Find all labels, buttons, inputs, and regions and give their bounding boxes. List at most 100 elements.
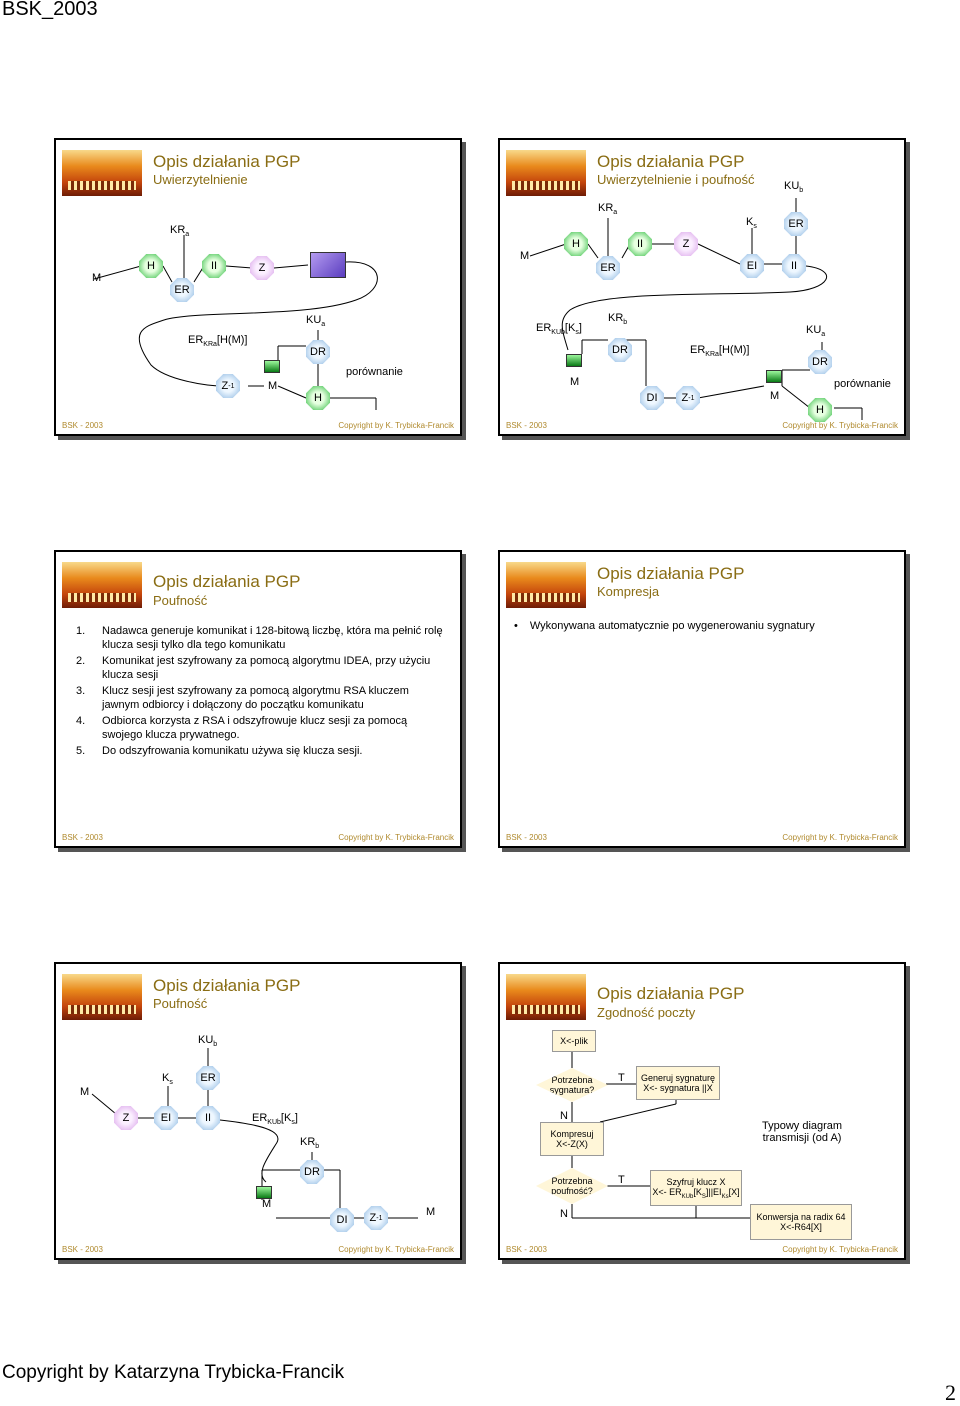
node-encrypt-rsa: ER xyxy=(170,278,194,302)
label-er-kub: ERKUb[Ks] xyxy=(536,322,582,337)
label-kr-b: KRb xyxy=(300,1136,320,1151)
node-encrypt-rsa: ER xyxy=(596,256,620,280)
slide-title: Opis działania PGP xyxy=(153,976,301,995)
list-item: 4.Odbiorca korzysta z RSA i odszyfrowuje… xyxy=(76,715,408,741)
node-concat-key: II xyxy=(782,254,806,278)
slide-title: Opis działania PGP xyxy=(597,564,745,583)
slide-subtitle: Uwierzytelnienie xyxy=(153,172,248,187)
list-item: 5.Do odszyfrowania komunikatu używa się … xyxy=(76,745,363,757)
node-decrypt-rsa: DR xyxy=(808,350,832,374)
node-hash-received: H xyxy=(808,398,832,422)
slide-logo xyxy=(506,562,586,608)
slide-logo xyxy=(62,974,142,1020)
label-er-kub: ERKUb[Ks] xyxy=(252,1112,298,1127)
node-decompress: Z-1 xyxy=(676,386,700,410)
label-compare: porównanie xyxy=(346,366,403,378)
node-encrypt-idea: EI xyxy=(740,254,764,278)
node-decompress: Z-1 xyxy=(364,1206,388,1230)
label-kr-a: KRa xyxy=(170,224,190,239)
steps-list: 1.Nadawca generuje komunikat i 128-bitow… xyxy=(74,624,444,760)
slide-logo xyxy=(506,150,586,196)
list-item: 3.Klucz sesji jest szyfrowany za pomocą … xyxy=(76,685,409,711)
node-concat: II xyxy=(628,232,652,256)
slide-authentication-confidentiality: Opis działania PGP Uwierzytelnienie i po… xyxy=(498,138,906,436)
label-kr-b: KRb xyxy=(608,312,628,327)
list-item: 1.Nadawca generuje komunikat i 128-bitow… xyxy=(76,625,443,651)
slide-title: Opis działania PGP xyxy=(153,152,301,171)
node-compress: Z xyxy=(674,232,698,256)
label-no-1: N xyxy=(560,1110,568,1122)
node-m: M xyxy=(80,1086,90,1098)
label-ku-b: KUb xyxy=(784,180,804,195)
receiver-box xyxy=(264,360,280,373)
slide-subtitle: Kompresja xyxy=(597,584,660,599)
label-ku-b: KUb xyxy=(198,1034,218,1049)
channel-box xyxy=(310,252,346,278)
receiver-box xyxy=(566,354,582,367)
page-number: 2 xyxy=(945,1380,956,1405)
slide-title: Opis działania PGP xyxy=(597,984,745,1003)
node-m-received: M xyxy=(268,380,278,392)
node-decrypt-rsa: DR xyxy=(306,340,330,364)
slide-subtitle: Poufność xyxy=(153,996,208,1011)
slide-confidentiality-steps: Opis działania PGP Poufność 1.Nadawca ge… xyxy=(54,550,462,848)
label-no-2: N xyxy=(560,1208,568,1220)
node-compress: Z xyxy=(250,256,274,280)
label-ku-a: KUa xyxy=(806,324,826,339)
node-concat: II xyxy=(202,254,226,278)
node-decrypt-rsa-key: DR xyxy=(608,338,632,362)
list-item: 2.Komunikat jest szyfrowany za pomocą al… xyxy=(76,655,431,681)
bullet-item: Wykonywana automatycznie po wygenerowani… xyxy=(514,620,815,632)
slide-email-compatibility: Opis działania PGP Zgodność poczty X<-pl… xyxy=(498,962,906,1260)
node-m-decoded: M xyxy=(426,1206,436,1218)
slide-logo xyxy=(62,150,142,196)
slide-confidentiality-diagram: Opis działania PGP Poufność KUb M Ks ER … xyxy=(54,962,462,1260)
slide-subtitle: Uwierzytelnienie i poufność xyxy=(597,172,755,187)
node-decrypt-rsa-key: DR xyxy=(300,1160,324,1184)
page-footer: Copyright by Katarzyna Trybicka-Francik xyxy=(2,1362,345,1383)
slide-title: Opis działania PGP xyxy=(597,152,745,171)
node-decrypt-idea: DI xyxy=(330,1208,354,1232)
node-decompress: Z-1 xyxy=(216,374,240,398)
node-encrypt-rsa-key: ER xyxy=(784,212,808,236)
label-kr-a: KRa xyxy=(598,202,618,217)
label-k-s: Ks xyxy=(162,1072,173,1087)
label-k-s: Ks xyxy=(746,216,757,231)
node-m: M xyxy=(92,272,102,284)
slide-subtitle: Poufność xyxy=(153,593,208,608)
node-hash: H xyxy=(564,232,588,256)
page-header: BSK_2003 xyxy=(2,0,98,20)
label-er-kra: ERKRa[H(M)] xyxy=(188,334,248,349)
node-decrypt-idea: DI xyxy=(640,386,664,410)
label-yes-2: T xyxy=(618,1174,625,1186)
slide-logo xyxy=(506,974,586,1020)
label-ku-a: KUa xyxy=(306,314,326,329)
node-compress: Z xyxy=(114,1106,138,1130)
label-er-kra: ERKRa[H(M)] xyxy=(690,344,750,359)
receiver-box xyxy=(256,1186,272,1199)
flow-start: X<-plik xyxy=(552,1030,596,1052)
node-m-received: M xyxy=(570,376,580,388)
node-encrypt-rsa-key: ER xyxy=(196,1066,220,1090)
node-concat: II xyxy=(196,1106,220,1130)
label-compare: porównanie xyxy=(834,378,891,390)
node-m: M xyxy=(520,250,530,262)
receiver-box-2 xyxy=(766,370,782,383)
slide-subtitle: Zgodność poczty xyxy=(597,1005,696,1020)
slide-authentication: Opis działania PGP Uwierzytelnienie KRa … xyxy=(54,138,462,436)
label-yes-1: T xyxy=(618,1072,625,1084)
slide-compression: Opis działania PGP Kompresja Wykonywana … xyxy=(498,550,906,848)
